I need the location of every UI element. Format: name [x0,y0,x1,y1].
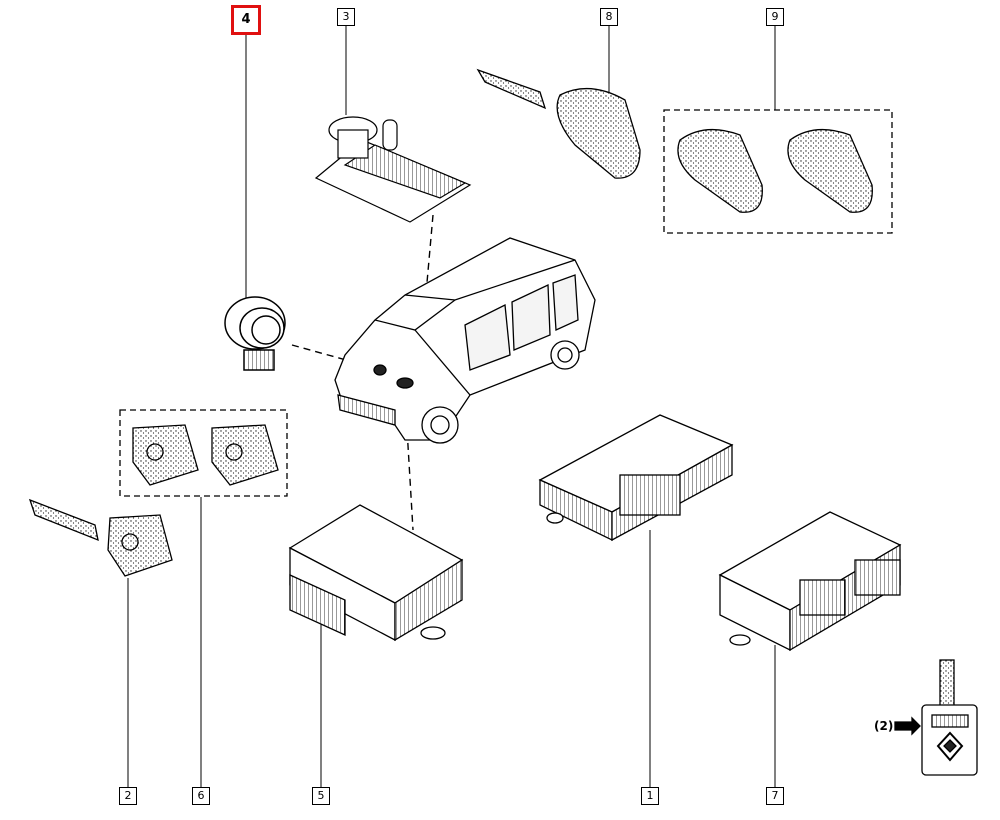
key-shell-part [476,68,641,179]
antenna-ring-part [224,296,286,371]
button-pads-part [132,424,279,486]
leader-lines [127,26,776,787]
callout-5[interactable]: 5 [312,787,330,805]
callout-2[interactable]: 2 [119,787,137,805]
roof-module-part [314,116,472,223]
callout-9[interactable]: 9 [766,8,784,26]
control-unit-7-part [718,511,902,652]
key-note-label: (2) [874,719,894,733]
group-boxes [119,109,893,497]
callout-3[interactable]: 3 [337,8,355,26]
control-unit-1-part [538,414,734,542]
callout-6[interactable]: 6 [192,787,210,805]
control-unit-5-part [288,504,464,642]
callout-8[interactable]: 8 [600,8,618,26]
double-shell-part [677,128,873,213]
key-card-part [894,659,978,776]
single-pad-part [28,498,173,577]
callout-4[interactable]: 4 [231,5,261,35]
callout-1[interactable]: 1 [641,787,659,805]
vehicle-outline [334,237,596,444]
callout-7[interactable]: 7 [766,787,784,805]
